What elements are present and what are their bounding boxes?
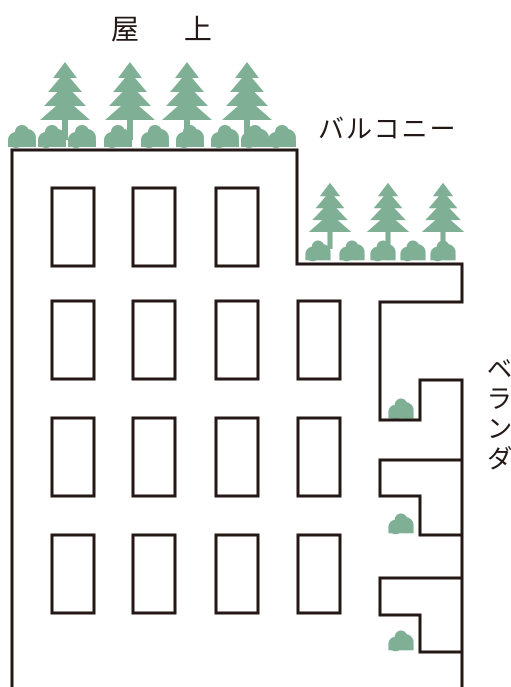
building-main-outline bbox=[10, 148, 464, 687]
window bbox=[214, 533, 260, 615]
window bbox=[131, 533, 177, 615]
shrub-icon bbox=[388, 398, 414, 420]
window bbox=[50, 416, 96, 498]
window bbox=[131, 299, 177, 381]
shrub-icon bbox=[400, 240, 426, 262]
window bbox=[214, 186, 260, 268]
shrub-icon bbox=[388, 513, 414, 535]
window bbox=[50, 186, 96, 268]
conifer-tree-icon bbox=[366, 182, 410, 249]
veranda-label: ベランダ bbox=[482, 355, 511, 475]
window bbox=[214, 299, 260, 381]
shrub-icon bbox=[430, 240, 456, 262]
shrub-icon bbox=[339, 240, 365, 262]
conifer-tree-icon bbox=[421, 182, 465, 249]
shrub-icon bbox=[141, 125, 169, 148]
shrub-icon bbox=[8, 125, 36, 148]
shrub-icon bbox=[388, 630, 414, 652]
shrub-icon bbox=[268, 125, 296, 148]
window bbox=[131, 416, 177, 498]
window bbox=[131, 186, 177, 268]
window bbox=[296, 533, 342, 615]
shrub-icon bbox=[176, 125, 204, 148]
veranda-level-2 bbox=[378, 458, 462, 537]
shrub-icon bbox=[211, 125, 239, 148]
window bbox=[50, 533, 96, 615]
window bbox=[50, 299, 96, 381]
veranda-level-3 bbox=[378, 576, 462, 654]
window bbox=[296, 416, 342, 498]
shrub-icon bbox=[38, 125, 66, 148]
rooftop-label: 屋 上 bbox=[111, 13, 230, 46]
windows bbox=[50, 186, 342, 615]
conifer-tree-icon bbox=[308, 182, 352, 249]
shrub-icon bbox=[370, 240, 396, 262]
balcony-label: バルコニー bbox=[318, 115, 458, 145]
shrub-icon bbox=[305, 240, 331, 262]
shrub-icon bbox=[68, 125, 96, 148]
building-outline bbox=[10, 148, 464, 687]
window bbox=[214, 416, 260, 498]
window bbox=[296, 299, 342, 381]
